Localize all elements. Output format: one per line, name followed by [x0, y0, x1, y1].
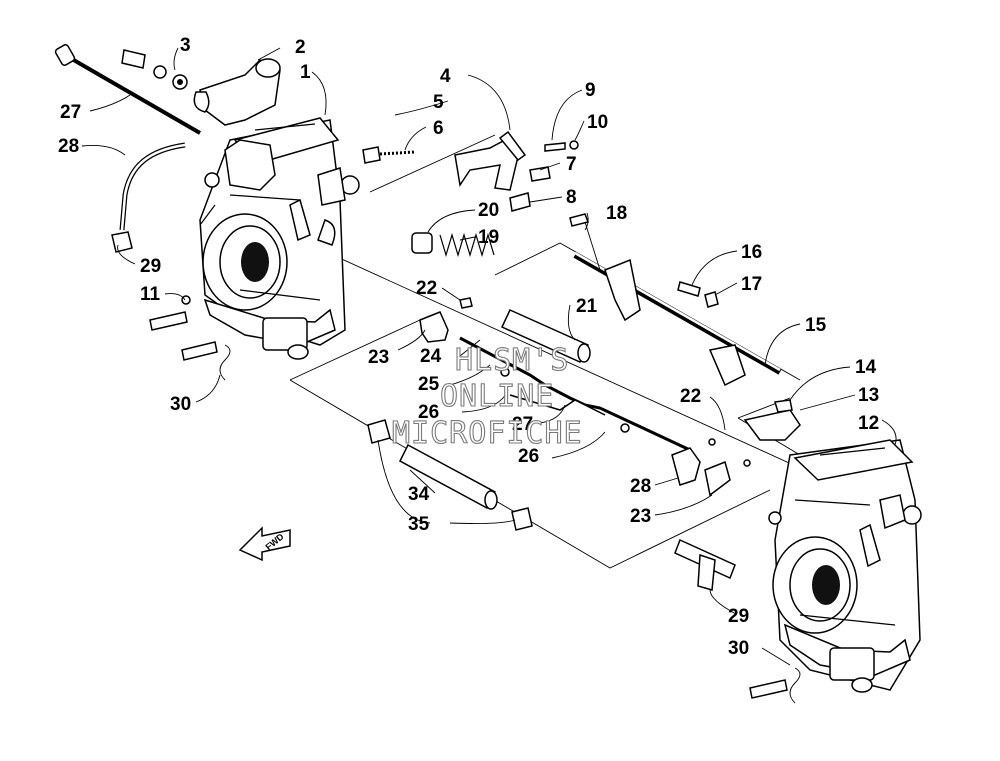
callout-21: 21 — [576, 296, 598, 317]
callout-7: 7 — [566, 154, 577, 175]
callout-18: 18 — [606, 203, 627, 224]
bracket-28 — [671, 438, 751, 497]
spring-19 — [411, 232, 495, 258]
callout-19: 19 — [478, 227, 499, 248]
screws-clips — [149, 295, 801, 704]
left-carburetor — [199, 117, 360, 360]
callout-2: 2 — [295, 37, 306, 58]
callout-22-left: 22 — [416, 278, 437, 299]
callout-4: 4 — [440, 66, 451, 87]
callout-6: 6 — [433, 118, 444, 139]
callout-12: 12 — [858, 413, 879, 434]
callout-3: 3 — [180, 35, 191, 56]
callout-labels: 2 3 1 27 28 29 11 30 4 5 6 9 10 7 8 18 2… — [58, 35, 879, 659]
callout-29: 29 — [728, 606, 749, 627]
tube-21 — [500, 309, 591, 363]
callout-20: 20 — [478, 200, 499, 221]
fuel-line-32 — [111, 142, 186, 253]
callout-5: 5 — [433, 92, 444, 113]
callout-1: 1 — [300, 62, 311, 83]
clamps-35 — [367, 419, 533, 531]
callout-13: 13 — [858, 385, 879, 406]
callout-26-left: 26 — [418, 402, 439, 423]
callout-28: 28 — [630, 476, 651, 497]
watermark: HLSM'S ONLINE MICROFICHE — [391, 342, 583, 451]
callout-11: 11 — [140, 284, 161, 305]
callout-10: 10 — [587, 112, 608, 133]
callout-22-right: 22 — [680, 386, 701, 407]
tee-fitting-29 — [674, 538, 736, 591]
callout-27: 27 — [512, 414, 533, 435]
part-3-screw-washers — [121, 49, 188, 90]
callout-24: 24 — [420, 346, 442, 367]
leader-lines — [81, 47, 897, 666]
callout-30-right: 30 — [728, 638, 749, 659]
callout-9: 9 — [585, 80, 596, 101]
bracket-23-left — [419, 297, 473, 343]
watermark-line-3: MICROFICHE — [392, 416, 583, 451]
watermark-line-1: HLSM'S — [455, 343, 569, 378]
watermark-line-2: ONLINE — [440, 379, 554, 414]
callout-31: 27 — [60, 102, 81, 123]
forward-arrow-icon: FWD — [238, 526, 291, 562]
rod-31 — [54, 44, 203, 135]
callout-25: 25 — [418, 374, 440, 395]
callout-23-right: 23 — [630, 506, 651, 527]
linkage-rod — [459, 336, 691, 452]
callout-17: 17 — [741, 274, 762, 295]
callout-30-left: 30 — [170, 394, 191, 415]
right-carburetor — [768, 439, 922, 693]
callout-23-left: 23 — [368, 347, 389, 368]
callout-33: 29 — [140, 256, 161, 277]
tube-34 — [399, 443, 498, 510]
callout-26-right: 26 — [518, 446, 539, 467]
callout-35: 35 — [408, 514, 430, 535]
throttle-shaft-15 — [569, 213, 782, 387]
bracket-13-14 — [743, 399, 801, 441]
part-2-hose-elbow — [193, 58, 281, 126]
callout-8: 8 — [566, 187, 577, 208]
callout-32: 28 — [58, 136, 79, 157]
callout-14: 14 — [855, 357, 877, 378]
callout-15: 15 — [805, 315, 827, 336]
throttle-bracket-group — [362, 130, 579, 212]
callout-16: 16 — [741, 242, 762, 263]
callout-34: 34 — [408, 484, 430, 505]
